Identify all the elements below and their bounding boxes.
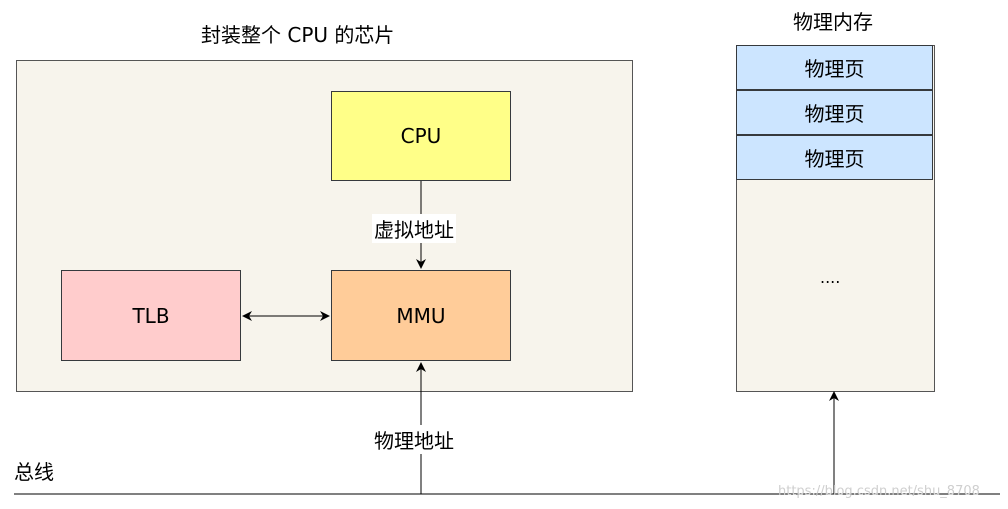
- mmu-box: MMU: [331, 270, 511, 361]
- physical-page-label: 物理页: [804, 147, 865, 171]
- physical-page-label: 物理页: [804, 102, 865, 126]
- bus-label: 总线: [14, 460, 54, 484]
- virtual-address-label: 虚拟地址: [372, 214, 456, 243]
- mmu-label: MMU: [396, 303, 446, 328]
- chip-title: 封装整个 CPU 的芯片: [201, 23, 395, 47]
- memory-ellipsis: ....: [820, 268, 841, 287]
- physical-page: 物理页: [736, 90, 933, 135]
- physical-page: 物理页: [736, 135, 933, 180]
- physical-page-label: 物理页: [804, 57, 865, 81]
- cpu-label: CPU: [400, 124, 442, 148]
- memory-title: 物理内存: [793, 10, 873, 34]
- tlb-box: TLB: [61, 270, 241, 361]
- physical-page: 物理页: [736, 45, 933, 90]
- tlb-label: TLB: [132, 303, 170, 328]
- watermark: https://blog.csdn.net/shu_8708: [778, 484, 980, 499]
- physical-address-label: 物理地址: [372, 425, 456, 454]
- cpu-box: CPU: [331, 91, 511, 181]
